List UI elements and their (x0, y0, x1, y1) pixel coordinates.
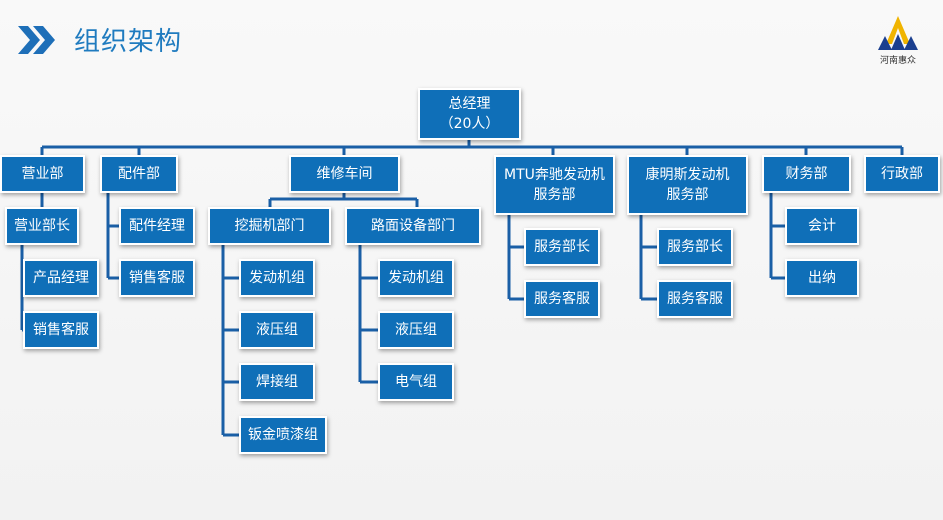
node-excavator-item: 液压组 (239, 311, 315, 349)
node-sales-manager: 营业部长 (5, 207, 79, 245)
double-chevron-icon (18, 26, 55, 54)
node-excavator-item: 发动机组 (239, 259, 315, 297)
node-road-item: 电气组 (378, 363, 454, 401)
node-road-item: 液压组 (378, 311, 454, 349)
page-header: 组织架构 河南惠众 (0, 0, 943, 80)
node-parts-dept: 配件部 (100, 155, 178, 193)
node-sales-item: 销售客服 (23, 311, 99, 349)
node-cummins-service: 康明斯发动机 服务部 (627, 155, 748, 215)
node-excavator-item: 钣金喷漆组 (239, 416, 327, 454)
node-finance-dept: 财务部 (762, 155, 851, 193)
node-road-item: 发动机组 (378, 259, 454, 297)
node-general-manager-title: 总经理 (448, 96, 491, 112)
node-general-manager-count: （20人） (439, 116, 500, 132)
page-title: 组织架构 (74, 27, 183, 57)
company-logo-text: 河南惠众 (879, 56, 916, 66)
node-mtu-item: 服务部长 (524, 228, 600, 266)
node-admin-dept: 行政部 (864, 155, 940, 193)
node-cummins-service-line1: 康明斯发动机 (645, 167, 730, 183)
node-cummins-item: 服务客服 (657, 280, 733, 318)
node-workshop: 维修车间 (289, 155, 400, 193)
node-parts-item: 配件经理 (119, 207, 195, 245)
node-cummins-item: 服务部长 (657, 228, 733, 266)
node-finance-item: 会计 (785, 207, 859, 245)
node-road-equipment-dept: 路面设备部门 (345, 207, 481, 245)
node-sales-dept: 营业部 (0, 155, 85, 193)
node-mtu-service-line1: MTU奔驰发动机 (504, 167, 605, 183)
node-parts-item: 销售客服 (119, 259, 195, 297)
node-finance-item: 出纳 (785, 259, 859, 297)
node-cummins-service-line2: 服务部 (666, 187, 709, 203)
company-logo-icon (878, 16, 918, 50)
node-mtu-service: MTU奔驰发动机 服务部 (494, 155, 615, 215)
node-sales-item: 产品经理 (23, 259, 99, 297)
node-mtu-service-line2: 服务部 (533, 187, 576, 203)
node-general-manager: 总经理 （20人） (418, 88, 521, 140)
node-excavator-item: 焊接组 (239, 363, 315, 401)
node-mtu-item: 服务客服 (524, 280, 600, 318)
node-excavator-dept: 挖掘机部门 (208, 207, 331, 245)
